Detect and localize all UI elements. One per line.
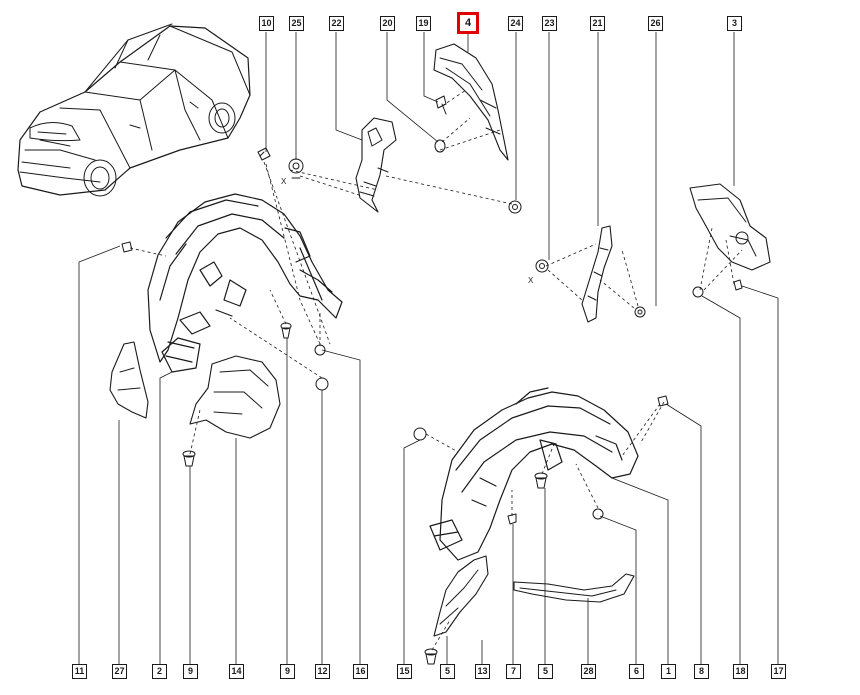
callout-26: 26: [648, 16, 663, 31]
assembly-dashed-lines: [129, 89, 743, 651]
part-28-strip: [513, 573, 635, 603]
callout-6: 6: [629, 664, 644, 679]
callout-19: 19: [416, 16, 431, 31]
callout-18: 18: [733, 664, 748, 679]
part-11-clip: [121, 241, 133, 253]
callout-17: 17: [771, 664, 786, 679]
callout-7: 7: [506, 664, 521, 679]
car-overview-drawing: [17, 23, 251, 197]
part-26-clip: [634, 306, 646, 318]
callout-14: 14: [229, 664, 244, 679]
part-25-nut: X: [281, 158, 304, 186]
right-wheel-arch-liner: [429, 387, 639, 561]
part-15-clip: [413, 427, 427, 441]
callout-16: 16: [353, 664, 368, 679]
part-27-strip: [109, 341, 149, 419]
part-4-liner-piece: [433, 43, 509, 161]
callout-24: 24: [508, 16, 523, 31]
callout-9-right: 9: [280, 664, 295, 679]
callout-21: 21: [590, 16, 605, 31]
callout-12: 12: [315, 664, 330, 679]
callout-23: 23: [542, 16, 557, 31]
part-19-screw: [435, 95, 447, 115]
callout-20: 20: [380, 16, 395, 31]
callout-13: 13: [475, 664, 490, 679]
callout-5-upper: 5: [538, 664, 553, 679]
part-18-clip: [692, 286, 704, 298]
part-5-clip-upper: [534, 472, 548, 489]
part-5-clip-lower: [424, 648, 438, 665]
part-10-clip: [257, 147, 271, 161]
part-21-bracket: [581, 225, 613, 323]
callout-22: 22: [329, 16, 344, 31]
left-wheel-arch-liner: [147, 193, 343, 373]
svg-text:X: X: [281, 177, 287, 186]
callout-5-lower: 5: [440, 664, 455, 679]
part-14-shield: [189, 355, 281, 439]
part-23-nut: X: [528, 259, 549, 285]
part-17-screw: [733, 279, 743, 291]
callout-25: 25: [289, 16, 304, 31]
svg-text:X: X: [528, 276, 534, 285]
callout-3: 3: [727, 16, 742, 31]
callout-4-highlighted: 4: [457, 12, 479, 34]
part-3-mudflap: [689, 183, 771, 271]
part-22-bracket: [355, 117, 397, 213]
part-6-clip: [592, 508, 604, 520]
callout-10: 10: [259, 16, 274, 31]
part-7-clip: [507, 513, 517, 525]
callout-2: 2: [152, 664, 167, 679]
part-9-clip-left: [182, 450, 196, 467]
callout-15: 15: [397, 664, 412, 679]
callout-9-left: 9: [183, 664, 198, 679]
callout-11: 11: [72, 664, 87, 679]
part-9-clip-right: [280, 322, 292, 339]
callout-8: 8: [694, 664, 709, 679]
part-12-clip: [315, 377, 329, 391]
part-13-shield: [433, 555, 489, 637]
part-20-clip: [434, 139, 446, 153]
callout-1: 1: [661, 664, 676, 679]
part-1-clip: [657, 395, 669, 407]
callout-27: 27: [112, 664, 127, 679]
leader-lines: [78, 32, 779, 664]
callout-28: 28: [581, 664, 596, 679]
part-24-nut: [508, 200, 522, 214]
